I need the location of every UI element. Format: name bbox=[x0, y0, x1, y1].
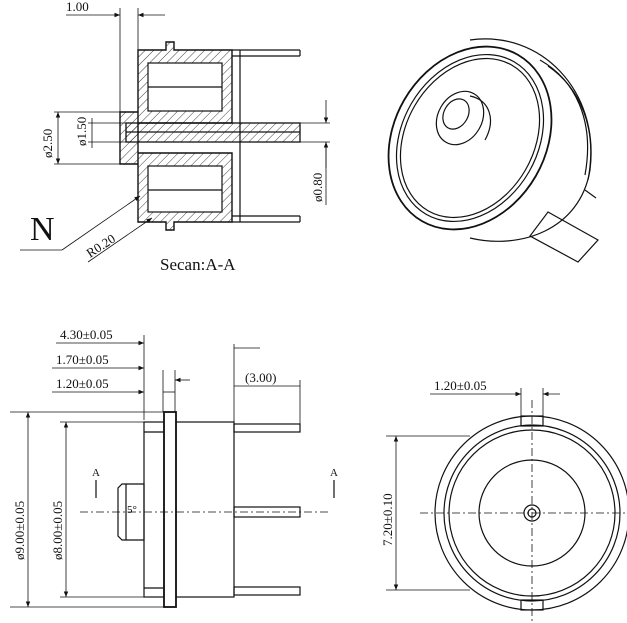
dim-width-1-20-label: 1.20±0.05 bbox=[434, 378, 487, 393]
dim-7-20: 7.20±0.10 bbox=[380, 435, 470, 591]
angle-5-label: 5° bbox=[127, 504, 137, 516]
dim-dia-8-00-label: ø8.00±0.05 bbox=[50, 501, 65, 560]
dim-dia-1-50: ø1.50 bbox=[74, 117, 126, 148]
dim-7-20-label: 7.20±0.10 bbox=[380, 493, 395, 546]
dim-3-00-label: (3.00) bbox=[245, 370, 276, 385]
side-view: 4.30±0.05 1.70±0.05 1.20±0.05 (3.00) bbox=[10, 327, 338, 608]
section-caption: Secan:A-A bbox=[160, 255, 236, 274]
dim-dia-0-80: ø0.80 bbox=[300, 100, 330, 205]
lower-cavity bbox=[147, 165, 223, 213]
dim-dia-2-50: ø2.50 bbox=[40, 111, 120, 165]
dim-1-70: 1.70±0.05 bbox=[52, 352, 144, 371]
view-label-n: N bbox=[30, 211, 55, 248]
dim-1-20-label: 1.20±0.05 bbox=[56, 376, 109, 391]
dim-1-00: 1.00 bbox=[66, 0, 165, 112]
dim-dia-2-50-label: ø2.50 bbox=[40, 129, 55, 158]
dim-4-30: 4.30±0.05 bbox=[56, 327, 145, 420]
dim-dia-0-80-label: ø0.80 bbox=[310, 173, 325, 202]
section-mark-right: A bbox=[330, 467, 338, 479]
front-view: 1.20±0.05 7.20±0.10 bbox=[380, 378, 627, 622]
dim-width-1-20: 1.20±0.05 bbox=[430, 378, 560, 416]
dim-4-30-label: 4.30±0.05 bbox=[60, 327, 113, 342]
dim-dia-1-50-label: ø1.50 bbox=[74, 117, 89, 146]
dim-1-20: 1.20±0.05 bbox=[52, 370, 190, 412]
side-pins bbox=[232, 49, 301, 223]
dim-1-70-label: 1.70±0.05 bbox=[56, 352, 109, 367]
radius-label: R0.20 bbox=[83, 231, 118, 261]
isometric-view bbox=[387, 38, 599, 263]
dim-1-00-label: 1.00 bbox=[66, 0, 89, 14]
dim-dia-9-00: ø9.00±0.05 bbox=[10, 411, 164, 608]
dim-dia-9-00-label: ø9.00±0.05 bbox=[12, 501, 27, 560]
section-view: 1.00 ø2.50 bbox=[20, 0, 330, 274]
dim-dia-8-00: ø8.00±0.05 bbox=[50, 421, 144, 598]
dim-3-00: (3.00) bbox=[233, 344, 301, 425]
section-mark-left: A bbox=[92, 467, 100, 479]
